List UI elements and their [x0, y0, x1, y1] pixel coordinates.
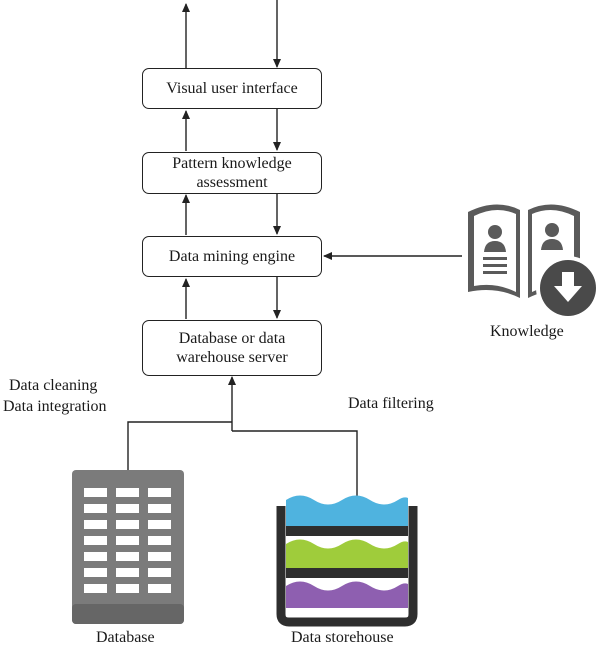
connector-database	[127, 421, 232, 470]
database-window	[84, 488, 107, 497]
database-window	[148, 584, 171, 593]
label-data-cleaning: Data cleaning	[9, 377, 98, 394]
database-window	[84, 536, 107, 545]
box-dbserver-label-line2: warehouse server	[176, 349, 288, 366]
box-data-mining-engine-label: Data mining engine	[168, 248, 296, 265]
label-data-storehouse: Data storehouse	[291, 629, 394, 646]
box-pattern-label-line1: Pattern knowledge	[172, 155, 292, 172]
database-window	[84, 504, 107, 513]
label-data-filtering: Data filtering	[348, 395, 434, 412]
database-window	[148, 536, 171, 545]
label-data-integration: Data integration	[3, 398, 107, 415]
label-cleaning-integration: Data cleaning Data integration	[3, 375, 107, 417]
box-data-mining-engine: Data mining engine	[142, 236, 322, 277]
database-window	[116, 584, 139, 593]
database-window	[148, 488, 171, 497]
database-window	[116, 520, 139, 529]
database-window	[84, 584, 107, 593]
database-window	[116, 536, 139, 545]
database-window	[116, 552, 139, 561]
label-database: Database	[96, 629, 155, 646]
database-window	[116, 504, 139, 513]
database-window	[148, 552, 171, 561]
label-knowledge: Knowledge	[490, 323, 564, 340]
box-visual-user-interface-label: Visual user interface	[166, 80, 298, 97]
box-pattern-knowledge-assessment: Pattern knowledge assessment	[142, 152, 322, 194]
database-window	[148, 568, 171, 577]
database-building-icon	[72, 470, 184, 624]
database-window	[148, 520, 171, 529]
data-storehouse-water-tank-icon	[276, 495, 418, 627]
box-database-warehouse-server: Database or data warehouse server	[142, 320, 322, 376]
database-window	[116, 488, 139, 497]
database-window	[84, 552, 107, 561]
box-pattern-label-line2: assessment	[196, 174, 268, 191]
database-window	[84, 568, 107, 577]
database-window	[84, 520, 107, 529]
database-window	[116, 568, 139, 577]
knowledge-book-download-icon	[468, 204, 600, 320]
database-window	[148, 504, 171, 513]
box-dbserver-label-line1: Database or data	[178, 330, 286, 347]
box-visual-user-interface: Visual user interface	[142, 68, 322, 109]
connector-storehouse	[232, 430, 358, 497]
